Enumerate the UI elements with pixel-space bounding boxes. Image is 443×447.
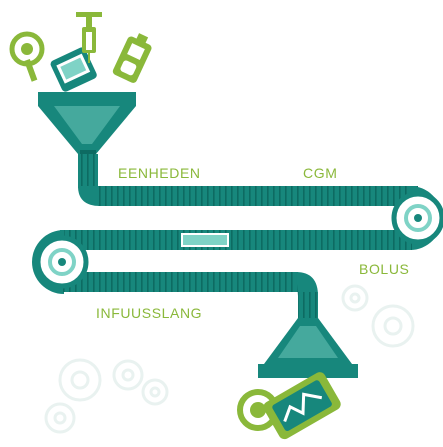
right-tube-wheel: [394, 194, 442, 242]
gear-icon: [373, 306, 413, 346]
label-bolus: BOLUS: [359, 262, 409, 276]
infusion-tube: [32, 154, 442, 318]
gear-icon: [143, 380, 167, 404]
insulin-pump-icon: [240, 370, 343, 441]
gear-icon: [114, 361, 142, 389]
insulin-vial-icon: [49, 46, 98, 93]
gear-icon: [46, 404, 74, 432]
input-funnel: [38, 92, 136, 158]
insulin-pen-icon: [112, 30, 156, 84]
label-infusion-set: INFUUSSLANG: [96, 306, 202, 320]
glucose-meter-icon: [12, 34, 42, 82]
gear-icon: [343, 286, 367, 310]
gear-icon: [60, 360, 100, 400]
label-cgm: CGM: [303, 166, 337, 180]
output-funnel: [258, 318, 358, 378]
left-tube-wheel: [38, 238, 86, 286]
label-units: EENHEDEN: [118, 166, 201, 180]
